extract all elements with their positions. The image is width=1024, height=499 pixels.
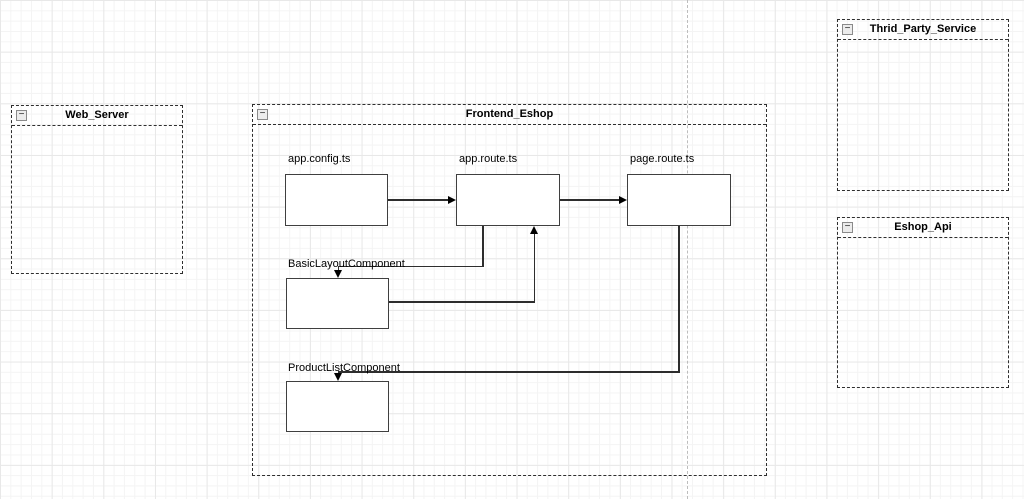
edge-segment [560,199,620,201]
collapse-icon[interactable]: − [842,222,853,233]
container-title-bar: − Web_Server [12,106,182,126]
container-title-frontend-eshop: Frontend_Eshop [465,108,554,120]
container-title-bar: − Thrid_Party_Service [838,20,1008,40]
node-label-page-route: page.route.ts [630,153,695,165]
node-label-basic-layout-component: BasicLayoutComponent [288,258,405,270]
container-thrid-party-service[interactable]: − Thrid_Party_Service [837,19,1009,191]
edge-segment [388,199,449,201]
container-web-server[interactable]: − Web_Server [11,105,183,274]
node-product-list-component[interactable] [286,381,389,432]
node-app-route[interactable] [456,174,560,226]
arrowhead-up-icon [530,226,538,234]
edge-segment [389,301,535,303]
page-boundary-line [687,0,688,499]
collapse-icon[interactable]: − [16,110,27,121]
edge-segment [337,371,339,374]
container-title-web-server: Web_Server [65,109,129,121]
node-label-app-config: app.config.ts [288,153,351,165]
arrowhead-right-icon [619,195,627,204]
arrowhead-down-icon [334,373,342,381]
edge-segment [482,226,484,266]
edge-segment [678,226,680,373]
edge-segment [337,265,484,267]
container-title-bar: − Eshop_Api [838,218,1008,238]
node-label-app-route: app.route.ts [459,153,518,165]
container-title-eshop-api: Eshop_Api [894,221,952,233]
container-eshop-api[interactable]: − Eshop_Api [837,217,1009,388]
container-title-bar: − Frontend_Eshop [253,105,766,125]
edge-segment [337,371,680,373]
arrowhead-right-icon [448,195,456,204]
edge-segment [533,234,535,302]
node-label-product-list-component: ProductListComponent [288,362,400,374]
edge-segment [337,266,339,271]
container-frontend-eshop[interactable]: − Frontend_Eshop [252,104,767,476]
arrowhead-down-icon [334,269,342,278]
collapse-icon[interactable]: − [257,109,268,120]
node-app-config[interactable] [285,174,388,226]
collapse-icon[interactable]: − [842,24,853,35]
container-title-thrid-party-service: Thrid_Party_Service [869,23,977,35]
node-basic-layout-component[interactable] [286,278,389,329]
node-page-route[interactable] [627,174,731,226]
